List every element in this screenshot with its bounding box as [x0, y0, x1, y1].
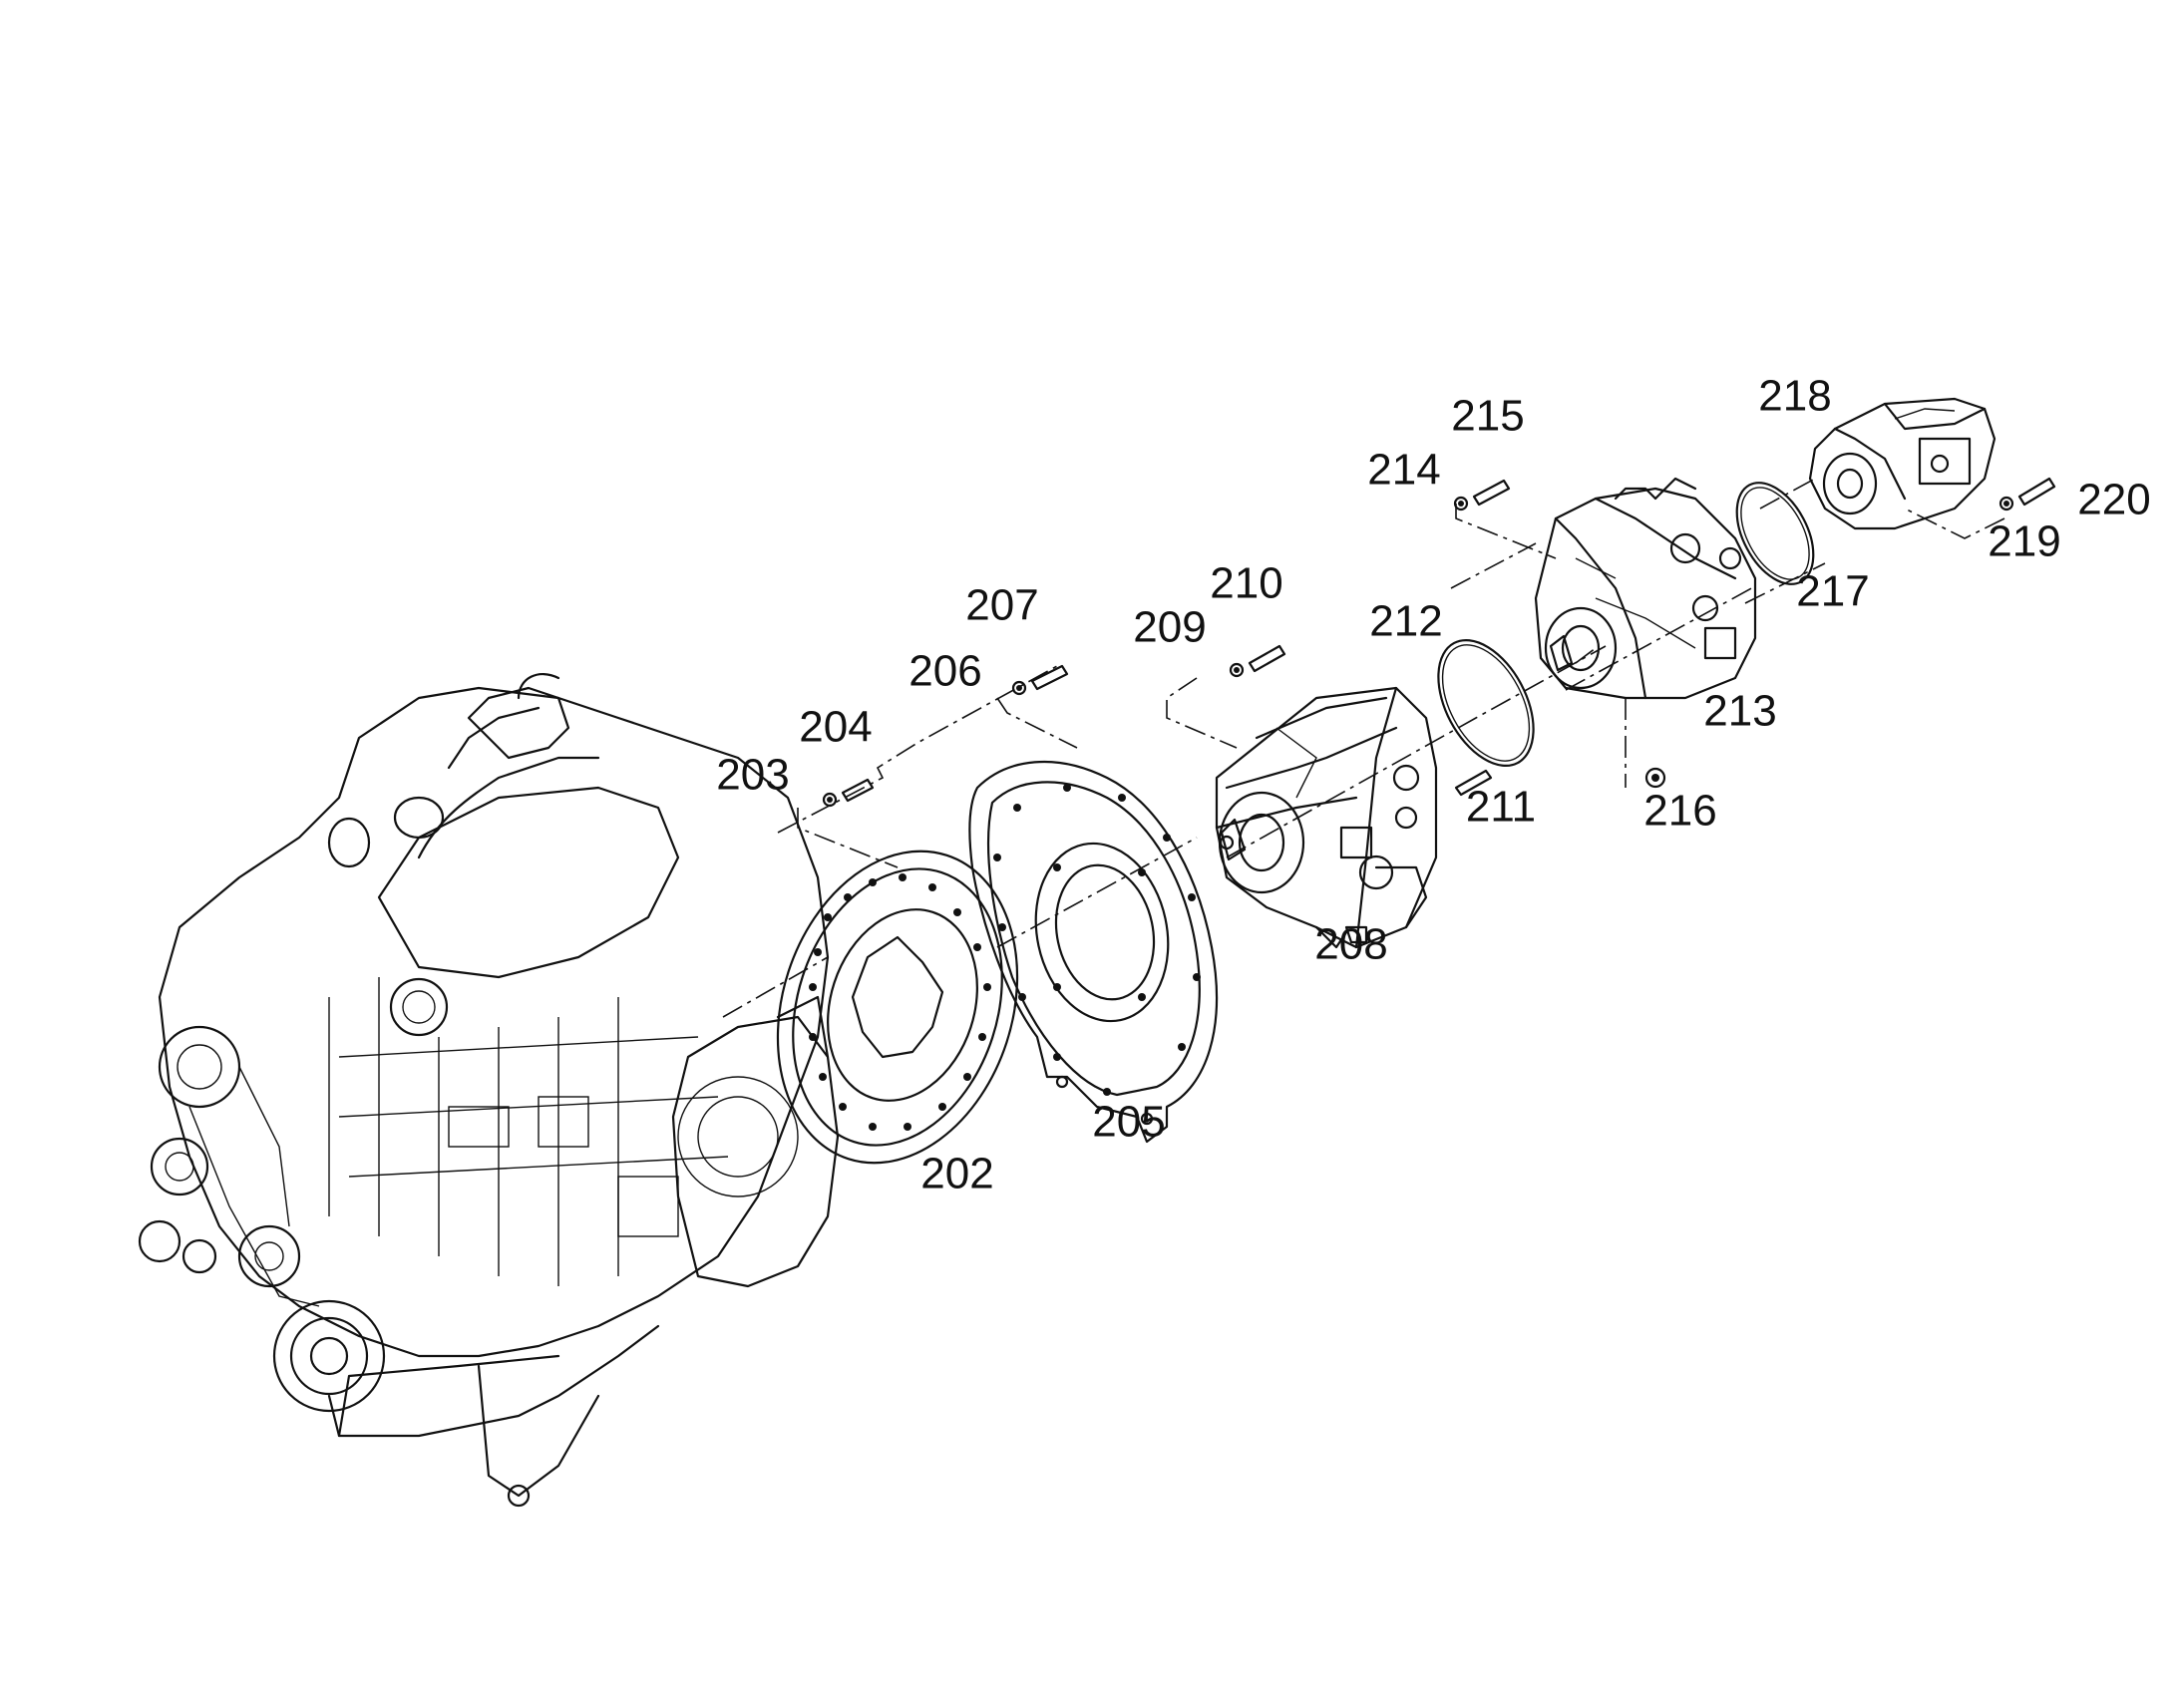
callout-217: 217: [1796, 567, 1869, 616]
callout-204: 204: [799, 703, 872, 752]
callout-211: 211: [1466, 783, 1536, 832]
engine-illustration: [138, 673, 840, 1508]
adapter-plate-205: [968, 760, 1219, 1144]
callout-labels: 202 203 204 205 206 207 208 209 210 211 …: [716, 372, 2150, 1198]
callout-216: 216: [1643, 787, 1716, 836]
callout-213: 213: [1703, 687, 1776, 736]
callout-218: 218: [1758, 372, 1831, 421]
bolts-and-washers: [822, 477, 2056, 808]
callout-202: 202: [920, 1150, 993, 1198]
o-ring-212: [1437, 638, 1535, 768]
gear-pump-218: [1808, 397, 1997, 530]
callout-215: 215: [1451, 392, 1524, 441]
nut-216: [1644, 767, 1666, 789]
pin-211: [1454, 769, 1493, 797]
callout-214: 214: [1367, 446, 1440, 495]
callout-208: 208: [1314, 920, 1387, 969]
callout-205: 205: [1092, 1098, 1165, 1147]
callout-210: 210: [1210, 559, 1282, 608]
coupling-disc-202: [776, 850, 1019, 1165]
callout-220: 220: [2077, 476, 2150, 524]
callout-219: 219: [1988, 517, 2060, 566]
callout-207: 207: [965, 581, 1038, 630]
callout-209: 209: [1133, 603, 1206, 652]
tandem-pump-213: [1534, 477, 1757, 700]
callout-206: 206: [908, 647, 981, 696]
hydraulic-pump-208: [1215, 686, 1438, 949]
callout-203: 203: [716, 751, 789, 800]
o-ring-217: [1735, 482, 1815, 585]
callout-212: 212: [1369, 597, 1442, 646]
